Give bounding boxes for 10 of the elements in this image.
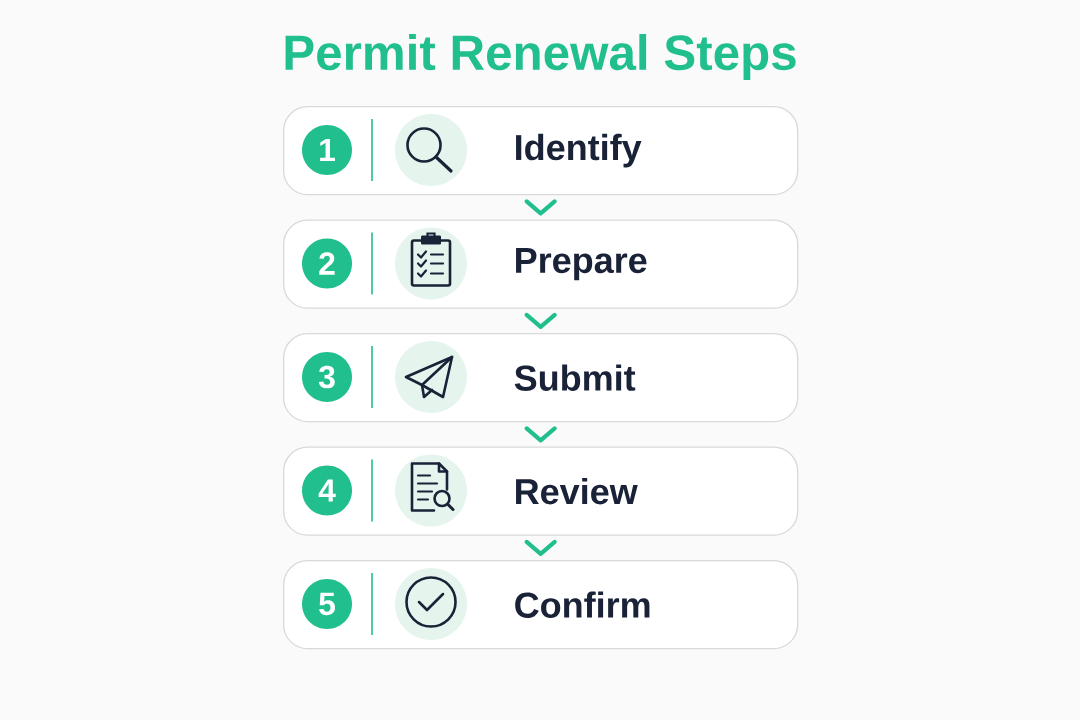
- step-number-badge: 3: [302, 352, 352, 402]
- step-number-badge: 5: [302, 579, 352, 629]
- step-number-badge: 1: [302, 125, 352, 175]
- chevron-arrow: [524, 539, 557, 556]
- chevron-arrow: [524, 426, 557, 443]
- chevron-arrow: [524, 199, 557, 216]
- step-number-badge: 4: [302, 465, 352, 516]
- title: Permit Renewal Steps: [285, 34, 796, 80]
- step-number-badge: 2: [302, 238, 352, 289]
- chevron-arrow: [524, 312, 557, 329]
